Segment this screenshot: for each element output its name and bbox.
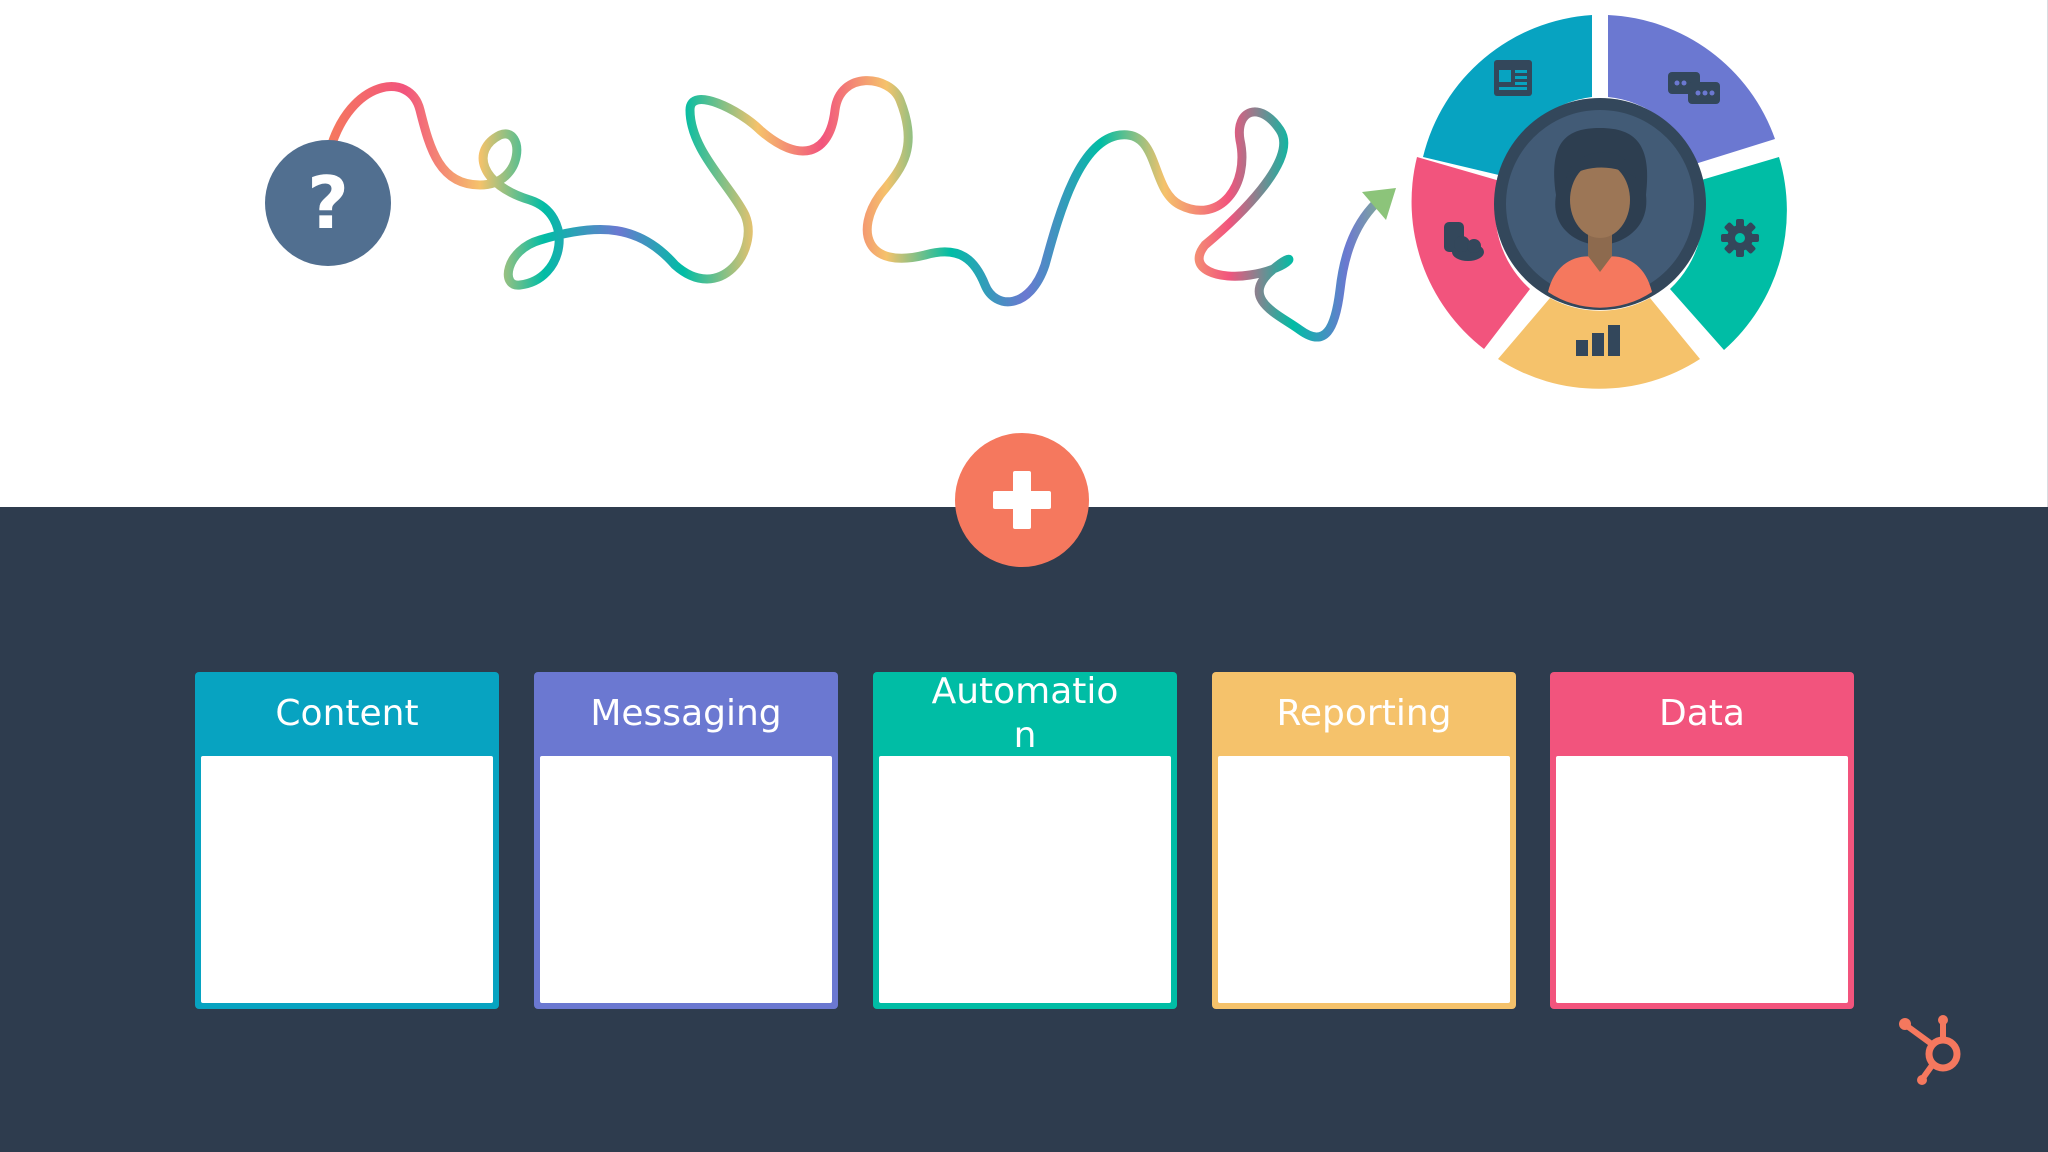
card-reporting: Reporting	[1212, 672, 1516, 1009]
plus-icon	[955, 433, 1089, 567]
card-automation: Automation	[873, 672, 1177, 1009]
webpage-icon	[1494, 60, 1532, 96]
hub-wheel	[1412, 15, 1787, 389]
hubspot-sprocket-icon	[1895, 1010, 1975, 1090]
card-title: Content	[275, 692, 418, 736]
card-title: Automation	[930, 670, 1120, 758]
customer-avatar-icon	[1548, 128, 1652, 308]
card-title: Reporting	[1276, 692, 1451, 736]
card-body	[201, 756, 493, 1003]
card-title: Messaging	[590, 692, 781, 736]
journey-path	[330, 81, 1385, 337]
card-messaging: Messaging	[534, 672, 838, 1009]
card-content: Content	[195, 672, 499, 1009]
question-icon: ?	[265, 140, 391, 266]
card-body	[879, 756, 1171, 1003]
svg-text:?: ?	[307, 161, 349, 245]
card-data: Data	[1550, 672, 1854, 1009]
card-body	[1556, 756, 1848, 1003]
gear-icon	[1721, 219, 1759, 257]
card-body	[540, 756, 832, 1003]
card-title: Data	[1659, 692, 1745, 736]
card-body	[1218, 756, 1510, 1003]
